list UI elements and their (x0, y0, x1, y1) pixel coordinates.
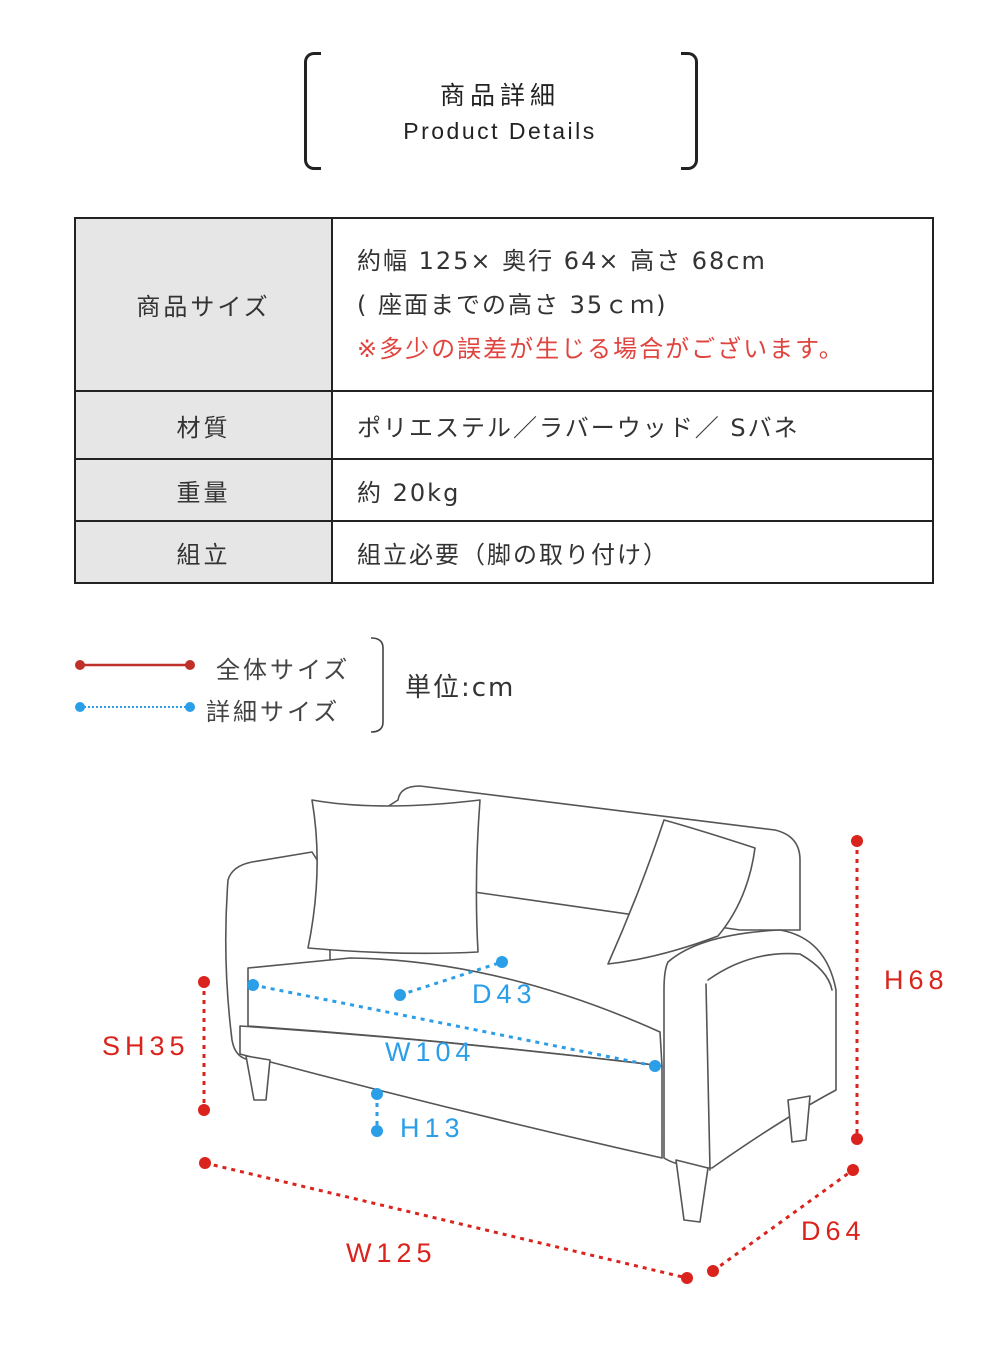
spec-table: 商品サイズ 約幅 125× 奥行 64× 高さ 68cm ( 座面までの高さ 3… (74, 217, 934, 584)
legend-overall-label: 全体サイズ (216, 656, 351, 684)
legend-detail-label: 詳細サイズ (206, 698, 341, 726)
legend-overall-line (75, 660, 195, 670)
spec-label-assembly: 組立 (74, 520, 333, 584)
spec-value-material: ポリエステル／ラバーウッド／ Sバネ (331, 390, 934, 460)
dim-label-sh35: SH35 (102, 1031, 190, 1061)
size-note: ※多少の誤差が生じる場合がございます。 (357, 334, 845, 363)
dim-line-w104 (247, 979, 661, 1072)
dim-label-h13: H13 (400, 1113, 465, 1143)
spec-label-size: 商品サイズ (74, 217, 333, 392)
spec-label-weight: 重量 (74, 458, 333, 522)
dim-label-d64: D64 (801, 1216, 866, 1246)
spec-row-weight: 重量 約 20kg (74, 458, 934, 522)
dim-line-w125 (199, 1157, 693, 1284)
legend-bracket (370, 637, 384, 733)
dim-label-w104: W104 (385, 1037, 476, 1067)
dim-line-h13 (371, 1088, 383, 1137)
header-title-en: Product Details (403, 118, 597, 144)
dim-line-d64 (707, 1164, 859, 1277)
dim-line-d43 (394, 956, 508, 1001)
sofa-illustration (224, 785, 837, 1223)
spec-value-weight: 約 20kg (331, 458, 934, 522)
dim-line-sh35 (198, 976, 210, 1116)
size-line-2: ( 座面までの高さ 35ｃｍ) (357, 290, 668, 319)
size-line-1: 約幅 125× 奥行 64× 高さ 68cm (357, 246, 767, 275)
spec-value-assembly: 組立必要（脚の取り付け） (331, 520, 934, 584)
spec-row-assembly: 組立 組立必要（脚の取り付け） (74, 520, 934, 584)
dim-label-d43: D43 (472, 979, 537, 1009)
header-bracket-right (681, 52, 698, 170)
dim-label-w125: W125 (346, 1238, 437, 1268)
header-title-jp: 商品詳細 (439, 81, 560, 110)
legend-detail-line (75, 702, 195, 712)
header-bracket-left (304, 52, 321, 170)
spec-label-material: 材質 (74, 390, 333, 460)
spec-row-material: 材質 ポリエステル／ラバーウッド／ Sバネ (74, 390, 934, 460)
spec-row-size: 商品サイズ 約幅 125× 奥行 64× 高さ 68cm ( 座面までの高さ 3… (74, 217, 934, 392)
spec-value-size: 約幅 125× 奥行 64× 高さ 68cm ( 座面までの高さ 35ｃｍ) ※… (331, 217, 934, 392)
dim-line-h68 (851, 835, 863, 1145)
dim-label-h68: H68 (884, 965, 949, 995)
unit-label: 単位:cm (405, 673, 516, 703)
